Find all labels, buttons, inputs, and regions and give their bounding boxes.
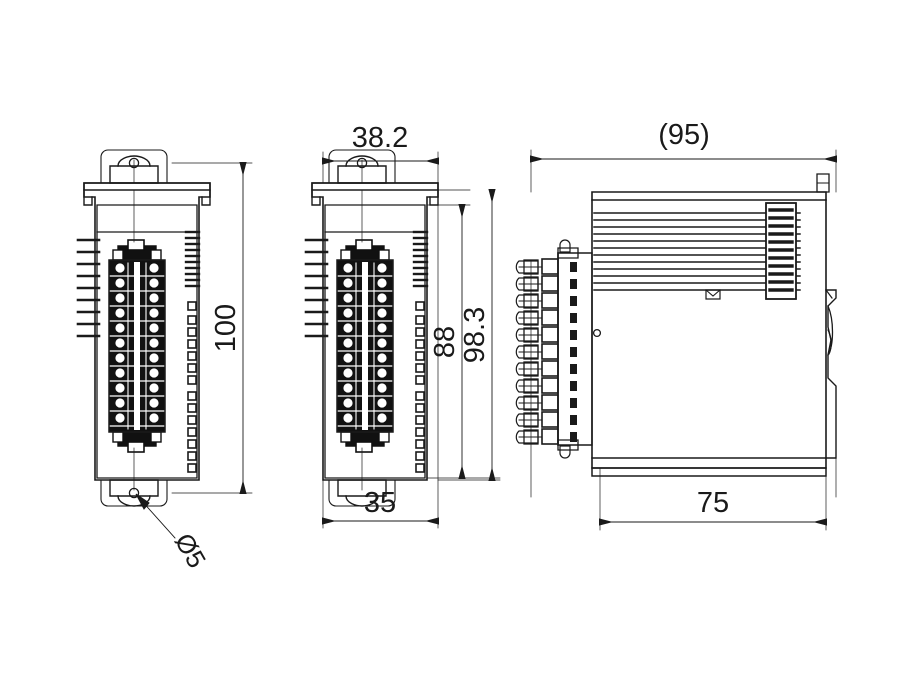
- bottom-mounting-bracket: [100, 479, 168, 507]
- dimension-75: [599, 467, 827, 531]
- dimension-35-label: 35: [364, 487, 396, 519]
- dimension-hole-leader: [135, 493, 176, 539]
- dimension-95-label: (95): [658, 119, 710, 151]
- side-view: (95) 75: [515, 119, 837, 531]
- front-view-alt: 38.2 88 98.3 35: [304, 122, 501, 529]
- dimension-75-label: 75: [697, 487, 729, 519]
- din-rail-clip: [825, 289, 837, 459]
- side-terminal-rows: [515, 258, 577, 445]
- dimension-98-3-label: 98.3: [459, 307, 491, 363]
- alt-terminal-block: [336, 239, 394, 453]
- side-top-tab: [816, 173, 830, 193]
- dimension-hole-label: Ø5: [169, 528, 212, 573]
- front-body-outline: [83, 182, 211, 481]
- alt-bottom-mounting-bracket: [328, 479, 396, 507]
- alt-led-indicators: [415, 301, 425, 473]
- dimension-38-2-label: 38.2: [352, 122, 408, 154]
- led-indicators: [187, 301, 197, 473]
- vent-slot-column: [184, 230, 201, 288]
- side-latch-mark: [705, 289, 721, 300]
- heatsink-fins: [76, 238, 101, 338]
- front-extension-lines: [133, 159, 253, 494]
- front-view: 100 Ø5: [76, 149, 253, 573]
- side-connector-block: [765, 202, 797, 300]
- alt-heatsink-fins: [304, 238, 329, 338]
- side-screw-hole: [592, 328, 602, 338]
- terminal-block: [108, 239, 166, 453]
- dimension-100-label: 100: [210, 304, 242, 352]
- alt-vent-slot-column: [412, 230, 429, 288]
- dimension-88-label: 88: [429, 326, 461, 358]
